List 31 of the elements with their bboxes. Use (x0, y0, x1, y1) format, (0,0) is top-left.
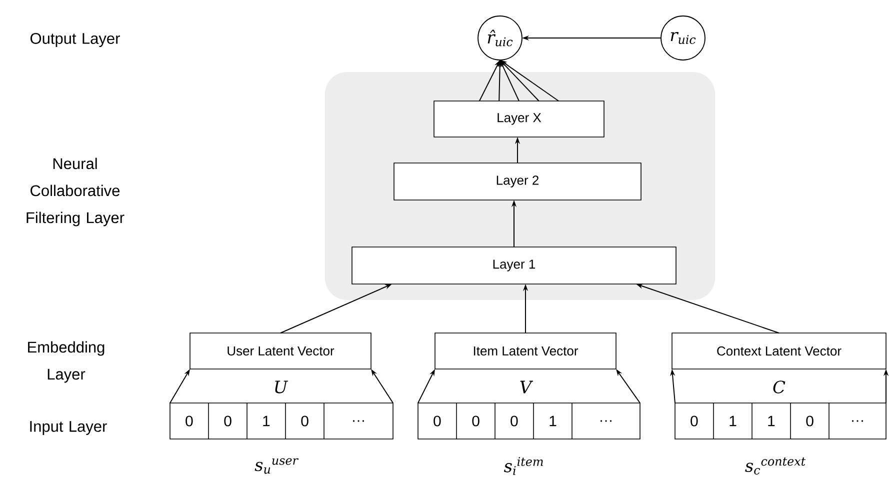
layer-box: User Latent Vector (190, 332, 372, 370)
variable-symbol: V (520, 380, 534, 394)
variable-symbol: s$_{i}$item (504, 457, 543, 475)
variable-symbol: C (773, 380, 786, 394)
vector-cell: … (852, 420, 863, 422)
vector-cell: 0 (224, 416, 232, 426)
vector-cell: 1 (768, 416, 775, 426)
layer-box: Item Latent Vector (434, 332, 616, 370)
vector-cell: 0 (806, 416, 814, 426)
vector-cell: 0 (472, 416, 480, 426)
layer-label: Embedding Layer (28, 341, 104, 383)
layer-box: Layer 1 (352, 246, 676, 284)
layer-label: Output Layer (30, 32, 120, 48)
layer-box: Layer X (434, 100, 604, 138)
variable-symbol: s$_{c}$context (745, 457, 806, 475)
layer-box: Context Latent Vector (672, 332, 886, 370)
vector-cell: 0 (510, 416, 518, 426)
vector-cell: 0 (186, 416, 193, 426)
layer-box: Layer 2 (394, 162, 642, 200)
vector-cell: 1 (550, 416, 556, 426)
variable-symbol: U (275, 380, 288, 394)
vector-cell: … (600, 420, 612, 422)
vector-cell: 0 (434, 416, 441, 426)
vector-cell: 0 (690, 416, 698, 426)
vector-cell: … (353, 420, 364, 422)
vector-cell: 1 (263, 416, 270, 426)
vector-cell: 0 (301, 416, 308, 426)
layer-label: Input Layer (30, 421, 107, 435)
layer-label: Neural Collaborative Filtering Layer (26, 158, 124, 226)
variable-symbol: s$_{u}$user (254, 458, 299, 474)
vector-cell: 1 (730, 416, 736, 426)
